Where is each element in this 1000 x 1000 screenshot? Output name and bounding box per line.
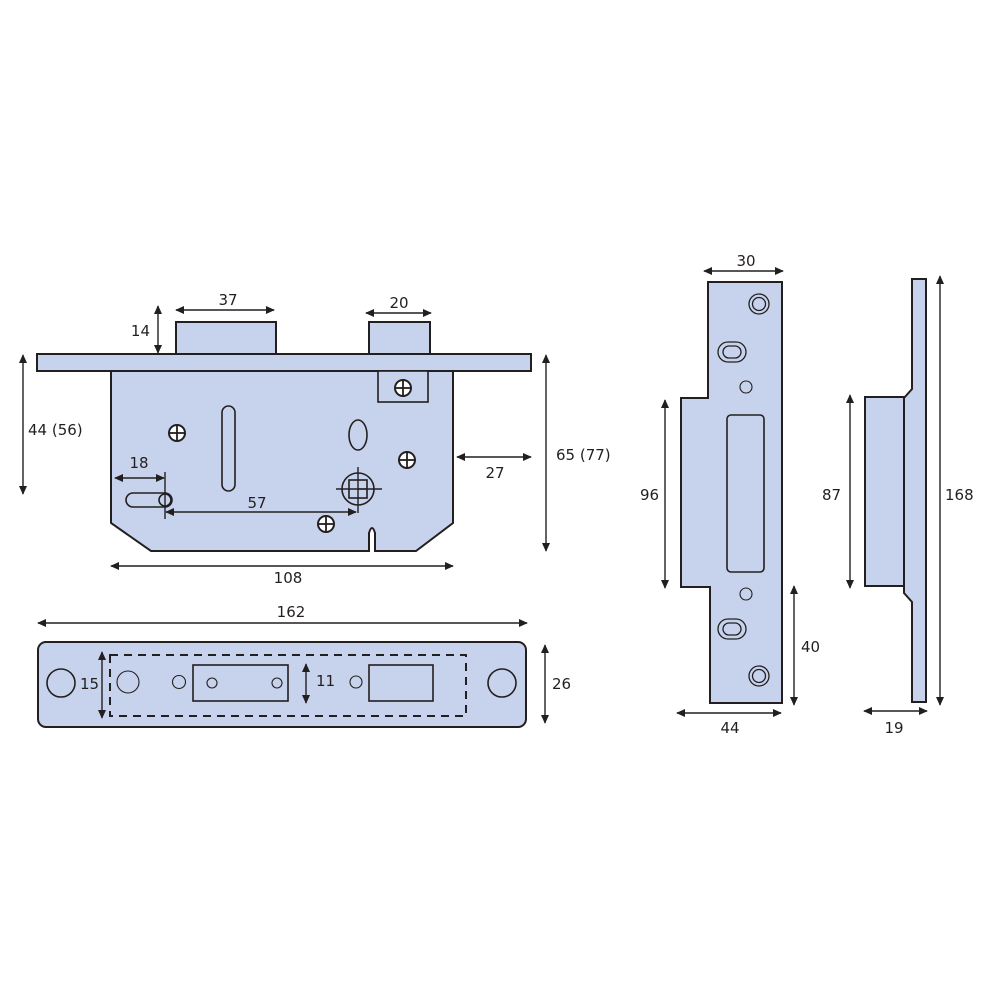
lock-case-front-view: 37 20 14 44 (56) 65 (77) 27 18 57 108	[18, 291, 611, 587]
dim-label-case-height: 108	[274, 569, 303, 587]
striking-plate-side-view: 87 168 19	[822, 275, 974, 737]
dim-label-forend-width: 26	[552, 675, 571, 693]
screw-icon	[398, 451, 416, 469]
oval-adjust-hole	[717, 618, 747, 640]
screw-icon	[168, 424, 186, 442]
dim-label-keep-overall-width: 44	[720, 719, 739, 737]
dim-label-backset: 44 (56)	[28, 421, 83, 439]
fixing-hole-right	[487, 668, 517, 698]
dim-label-edge-gap: 27	[485, 464, 504, 482]
dim-label-keep-box-height: 96	[640, 486, 659, 504]
lock-case-body	[110, 370, 454, 552]
hole	[739, 380, 753, 394]
forend-plate-view: 162 15 11 26	[37, 603, 571, 728]
cylinder-slot	[221, 405, 236, 492]
hole	[739, 587, 753, 601]
striking-plate-front-view: 30 96 40 44	[640, 252, 820, 737]
keyhole	[348, 419, 368, 451]
case-outline-dashed	[109, 654, 467, 717]
follower-crosshair-icon	[336, 467, 382, 513]
countersunk-hole	[748, 293, 770, 315]
dim-label-centres: 57	[247, 494, 266, 512]
dim-label-keep-bottom-offset: 40	[801, 638, 820, 656]
deadbolt-opening	[192, 664, 289, 702]
dim-label-keep-box-depth-height: 87	[822, 486, 841, 504]
hole	[271, 677, 283, 689]
lever-spindle-slot	[125, 472, 173, 519]
striking-plate	[680, 281, 783, 704]
dim-label-latch-width: 20	[389, 294, 408, 312]
dim-label-case-depth: 65 (77)	[556, 446, 611, 464]
dim-label-deadbolt-width: 37	[218, 291, 237, 309]
dim-label-keep-top-width: 30	[736, 252, 755, 270]
keep-plate-side	[903, 278, 927, 703]
bolt-box-opening	[726, 414, 765, 573]
forend-plate-edge	[36, 353, 532, 372]
screw-icon	[394, 379, 412, 397]
dim-label-bolt-throw: 14	[131, 322, 150, 340]
oval-adjust-hole	[717, 341, 747, 363]
latch-bolt	[368, 321, 431, 355]
keep-box-side	[864, 396, 905, 587]
latch-opening	[368, 664, 434, 702]
countersunk-hole	[748, 665, 770, 687]
dim-label-follower-offset: 18	[129, 454, 148, 472]
dim-label-latch-height: 11	[316, 672, 335, 690]
dim-label-keep-overall-length: 168	[945, 486, 974, 504]
fixing-hole-left	[46, 668, 76, 698]
dim-label-forend-inner-height: 15	[80, 675, 99, 693]
hole	[171, 674, 187, 690]
hole	[116, 670, 140, 694]
hole	[206, 677, 218, 689]
dim-label-keep-depth: 19	[884, 719, 903, 737]
hole	[349, 675, 363, 689]
screw-icon	[317, 515, 335, 533]
deadbolt	[175, 321, 277, 355]
dim-label-forend-length: 162	[277, 603, 306, 621]
